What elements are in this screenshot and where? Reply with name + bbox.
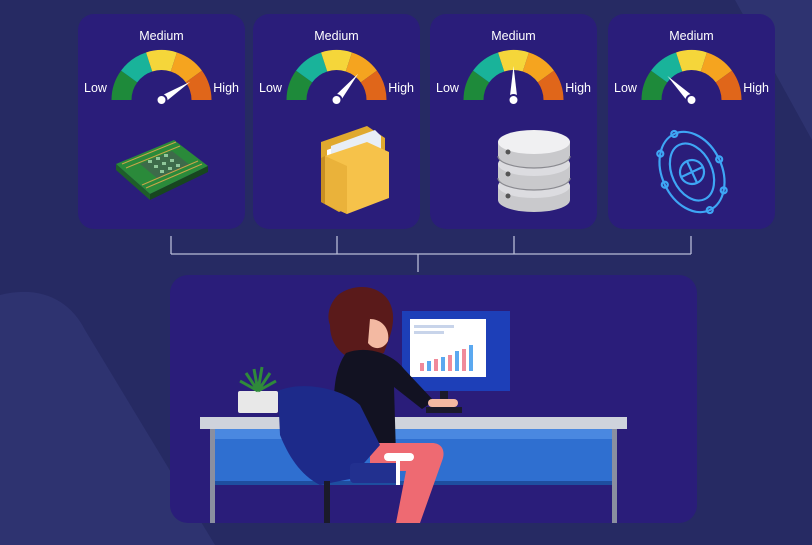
gauge-hub xyxy=(330,94,343,104)
cpu-chip-icon xyxy=(116,140,208,200)
gauge-segment xyxy=(296,52,328,83)
gauge-segment xyxy=(522,52,554,83)
gauge-segment xyxy=(641,70,668,100)
folder-icon xyxy=(321,126,389,214)
person-at-computer-illustration xyxy=(200,286,627,523)
gauge-segment xyxy=(111,70,138,100)
plant-icon xyxy=(238,366,278,413)
gauge-segment xyxy=(676,50,707,72)
gauge-segment xyxy=(651,52,683,83)
gauge-segment xyxy=(345,52,377,83)
gauge-segment xyxy=(700,52,732,83)
resource-card-folder: Medium Low High xyxy=(253,14,420,229)
gauge-segment xyxy=(170,52,202,83)
gauge-label-medium: Medium xyxy=(669,29,714,43)
gauge-segment xyxy=(146,50,177,72)
gauge-needle xyxy=(509,66,518,100)
monitor-chart xyxy=(420,345,473,371)
gauge-segment xyxy=(286,70,313,100)
gauge-segment xyxy=(360,70,387,100)
resource-card-network: Medium Low High xyxy=(608,14,775,229)
workstation-panel xyxy=(170,275,697,523)
gauge-label-medium: Medium xyxy=(139,29,184,43)
gauge-segment xyxy=(715,70,742,100)
gauge-label-high: High xyxy=(565,81,591,95)
database-icon xyxy=(497,130,571,212)
resource-card-cpu: Medium Low High xyxy=(78,14,245,229)
resource-card-database: Medium Low High xyxy=(430,14,597,229)
gauge-segment xyxy=(537,70,564,100)
gauge-meter xyxy=(111,50,212,104)
gauge-label-high: High xyxy=(213,81,239,95)
gauge-label-low: Low xyxy=(614,81,637,95)
gauge-segment xyxy=(498,50,529,72)
gauge-hub xyxy=(507,94,520,104)
gauge-segment xyxy=(473,52,505,83)
gauge-segment xyxy=(463,70,490,100)
gauge-label-low: Low xyxy=(436,81,459,95)
gauge-label-low: Low xyxy=(259,81,282,95)
gauge-label-medium: Medium xyxy=(314,29,359,43)
gauge-segment xyxy=(321,50,352,72)
gauge-meter xyxy=(641,50,742,104)
gauge-label-medium: Medium xyxy=(491,29,536,43)
gauge-label-high: High xyxy=(743,81,769,95)
gauge-segment xyxy=(185,70,212,100)
gauge-label-high: High xyxy=(388,81,414,95)
gauge-segment xyxy=(121,52,153,83)
gauge-hub xyxy=(685,94,698,104)
gauge-meter xyxy=(463,50,564,104)
gauge-hub xyxy=(155,94,168,104)
network-globe-icon xyxy=(656,129,728,215)
gauge-meter xyxy=(286,50,387,104)
gauge-label-low: Low xyxy=(84,81,107,95)
